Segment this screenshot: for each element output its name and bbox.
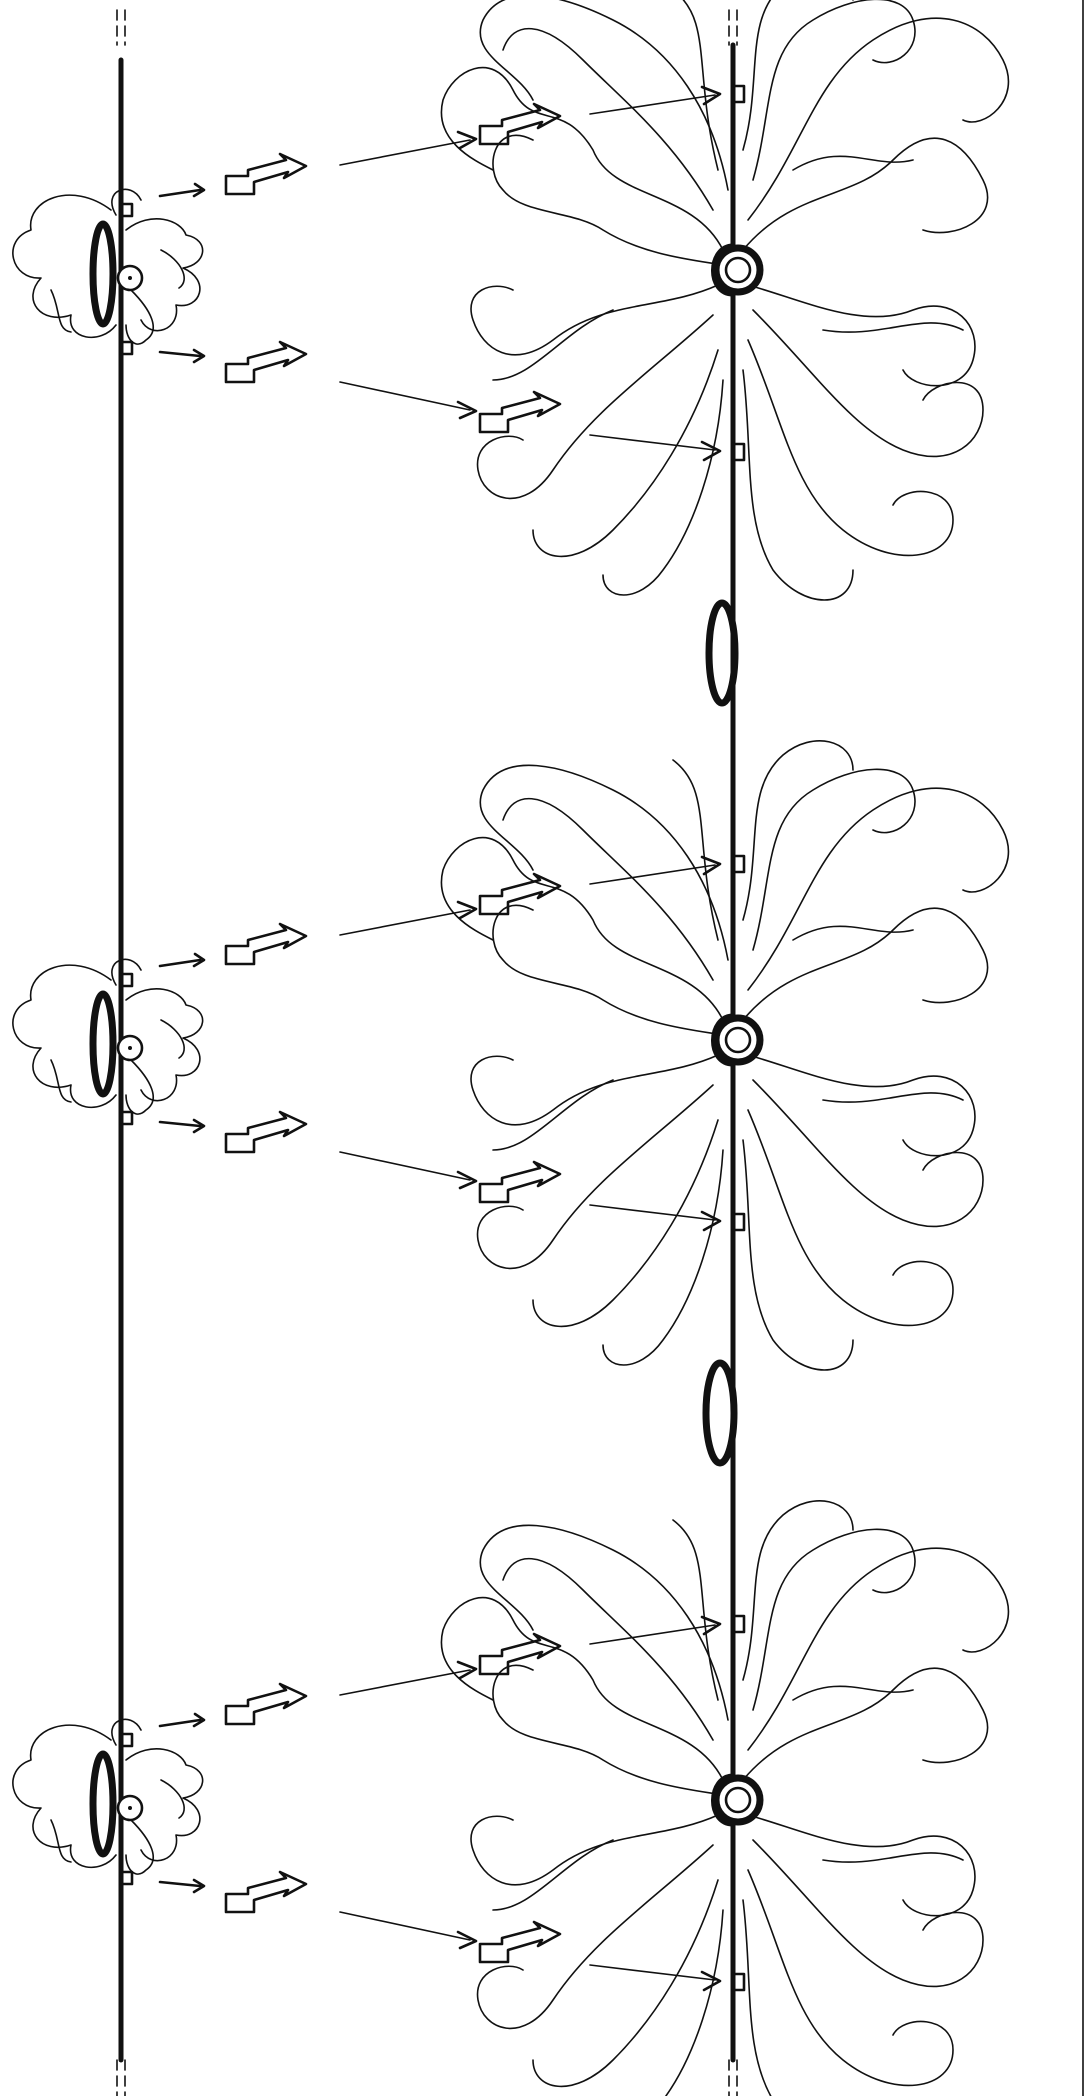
unit-3: [13, 1501, 1009, 2096]
unit-2: [13, 741, 1009, 1370]
unit-1: [13, 0, 1009, 600]
right-strand-oval-2: [706, 1363, 734, 1463]
